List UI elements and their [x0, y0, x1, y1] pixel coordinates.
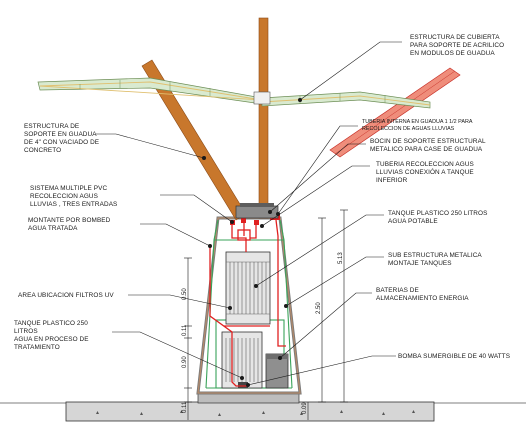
- svg-text:TUBERIA INTERNA EN GUADUA 1 1: TUBERIA INTERNA EN GUADUA 1 1/2 PARA: [362, 119, 473, 125]
- leader-lines: [96, 41, 402, 387]
- svg-text:ESTRUCTURA DE CUBIERTA: ESTRUCTURA DE CUBIERTA: [410, 34, 500, 41]
- svg-text:EN MODULOS DE GUADUA: EN MODULOS DE GUADUA: [410, 50, 495, 57]
- concrete-footing: [65, 401, 435, 422]
- svg-text:BOMBA SUMERGIBLE DE 40 WATTS: BOMBA SUMERGIBLE DE 40 WATTS: [398, 353, 510, 360]
- label-montante: MONTANTE POR BOMBED AGUA TRATADA: [28, 217, 111, 232]
- svg-text:ALMACENAMIENTO ENERGIA: ALMACENAMIENTO ENERGIA: [376, 295, 469, 302]
- svg-text:SUB ESTRUCTURA METALICA: SUB ESTRUCTURA METALICA: [388, 252, 482, 259]
- svg-text:TUBERIA RECOLECCION AGUS: TUBERIA RECOLECCION AGUS: [376, 161, 474, 168]
- label-filtros: AREA UBICACION FILTROS UV: [18, 292, 114, 299]
- submersible-pump: [238, 382, 248, 388]
- label-tuberia-recoleccion: TUBERIA RECOLECCION AGUS LLUVIAS CONEXIÓ…: [376, 161, 474, 184]
- svg-text:TRATAMIENTO: TRATAMIENTO: [14, 344, 60, 351]
- svg-text:AGUA TRATADA: AGUA TRATADA: [28, 225, 78, 232]
- svg-text:AGUA EN PROCESO DE: AGUA EN PROCESO DE: [14, 336, 89, 343]
- svg-text:▴: ▴: [180, 409, 183, 415]
- svg-text:LITROS: LITROS: [14, 328, 38, 335]
- svg-text:▴: ▴: [300, 411, 303, 417]
- label-soporte-guadua: ESTRUCTURA DE SOPORTE EN GUADUA DE 4" CO…: [24, 123, 99, 154]
- svg-text:BOCIN DE SOPORTE ESTRUCTURAL: BOCIN DE SOPORTE ESTRUCTURAL: [370, 138, 486, 145]
- svg-text:TANQUE PLASTICO 250: TANQUE PLASTICO 250: [14, 320, 88, 327]
- label-sub-estructura: SUB ESTRUCTURA METALICA MONTAJE TANQUES: [388, 252, 482, 267]
- red-piping: [209, 219, 286, 387]
- svg-text:SISTEMA MULTIPLE PVC: SISTEMA MULTIPLE PVC: [30, 185, 107, 192]
- dim-050: 0.50: [182, 288, 188, 300]
- label-tuberia-interna: TUBERIA INTERNA EN GUADUA 1 1/2 PARA REC…: [362, 119, 473, 132]
- svg-text:LLUVIAS CONEXIÓN A TANQUE: LLUVIAS CONEXIÓN A TANQUE: [376, 167, 474, 176]
- svg-text:▴: ▴: [218, 412, 221, 418]
- svg-text:▴: ▴: [340, 409, 343, 415]
- dim-011: 0.11: [182, 324, 188, 336]
- svg-text:CONCRETO: CONCRETO: [24, 147, 61, 154]
- label-tanque-tratamiento: TANQUE PLASTICO 250 LITROS AGUA EN PROCE…: [14, 320, 89, 351]
- svg-text:MONTAJE TANQUES: MONTAJE TANQUES: [388, 260, 452, 267]
- svg-text:DE 4" CON VACIADO DE: DE 4" CON VACIADO DE: [24, 139, 99, 146]
- svg-text:▴: ▴: [96, 410, 99, 416]
- svg-text:PARA SOPORTE DE ACRILICO: PARA SOPORTE DE ACRILICO: [410, 42, 504, 49]
- dim-090: 0.90: [182, 356, 188, 368]
- dim-250: 2.50: [316, 302, 322, 314]
- svg-text:ESTRUCTURA DE: ESTRUCTURA DE: [24, 123, 79, 130]
- svg-text:RECOLECCION DE AGUAS LLUVIAS: RECOLECCION DE AGUAS LLUVIAS: [362, 126, 455, 132]
- svg-text:AREA UBICACION FILTROS UV: AREA UBICACION FILTROS UV: [18, 292, 114, 299]
- svg-text:TANQUE PLASTICO 250 LITROS: TANQUE PLASTICO 250 LITROS: [388, 210, 487, 217]
- label-bomba: BOMBA SUMERGIBLE DE 40 WATTS: [398, 353, 510, 360]
- dim-009: 0.09: [302, 402, 308, 414]
- svg-text:SOPORTE EN GUADUA: SOPORTE EN GUADUA: [24, 131, 97, 138]
- dimension-lines: [184, 209, 348, 420]
- svg-text:AGUA POTABLE: AGUA POTABLE: [388, 218, 438, 225]
- svg-text:▴: ▴: [412, 409, 415, 415]
- svg-text:▴: ▴: [262, 410, 265, 416]
- svg-text:INFERIOR: INFERIOR: [376, 177, 408, 184]
- svg-text:BATERIAS DE: BATERIAS DE: [376, 287, 419, 294]
- svg-text:RECOLECCION AGUS: RECOLECCION AGUS: [30, 193, 98, 200]
- dim-513: 5.13: [338, 252, 344, 264]
- svg-text:LLUVIAS , TRES ENTRADAS: LLUVIAS , TRES ENTRADAS: [30, 201, 117, 208]
- roof-structure: [37, 77, 431, 109]
- label-bocin: BOCIN DE SOPORTE ESTRUCTURAL METALICO PA…: [370, 138, 486, 153]
- guadua-poles: [141, 17, 461, 221]
- label-tanque-potable: TANQUE PLASTICO 250 LITROS AGUA POTABLE: [388, 210, 487, 225]
- battery-box: [265, 353, 289, 389]
- dimension-labels: 0.50 0.11 0.90 0.11 2.50 5.13 0.09: [182, 252, 344, 414]
- svg-text:▴: ▴: [382, 411, 385, 417]
- label-baterias: BATERIAS DE ALMACENAMIENTO ENERGIA: [376, 287, 469, 302]
- dim-011b: 0.11: [182, 401, 188, 413]
- upper-tank: [225, 251, 271, 325]
- svg-text:▴: ▴: [140, 411, 143, 417]
- svg-text:METALICO PARA CASE DE GUADUA: METALICO PARA CASE DE GUADUA: [370, 146, 483, 153]
- label-sistema-pvc: SISTEMA MULTIPLE PVC RECOLECCION AGUS LL…: [30, 185, 117, 208]
- svg-text:MONTANTE POR BOMBED: MONTANTE POR BOMBED: [28, 217, 111, 224]
- label-cubierta: ESTRUCTURA DE CUBIERTA PARA SOPORTE DE A…: [410, 34, 504, 57]
- footing-hatch: ▴ ▴ ▴ ▴ ▴ ▴ ▴ ▴ ▴: [96, 409, 415, 418]
